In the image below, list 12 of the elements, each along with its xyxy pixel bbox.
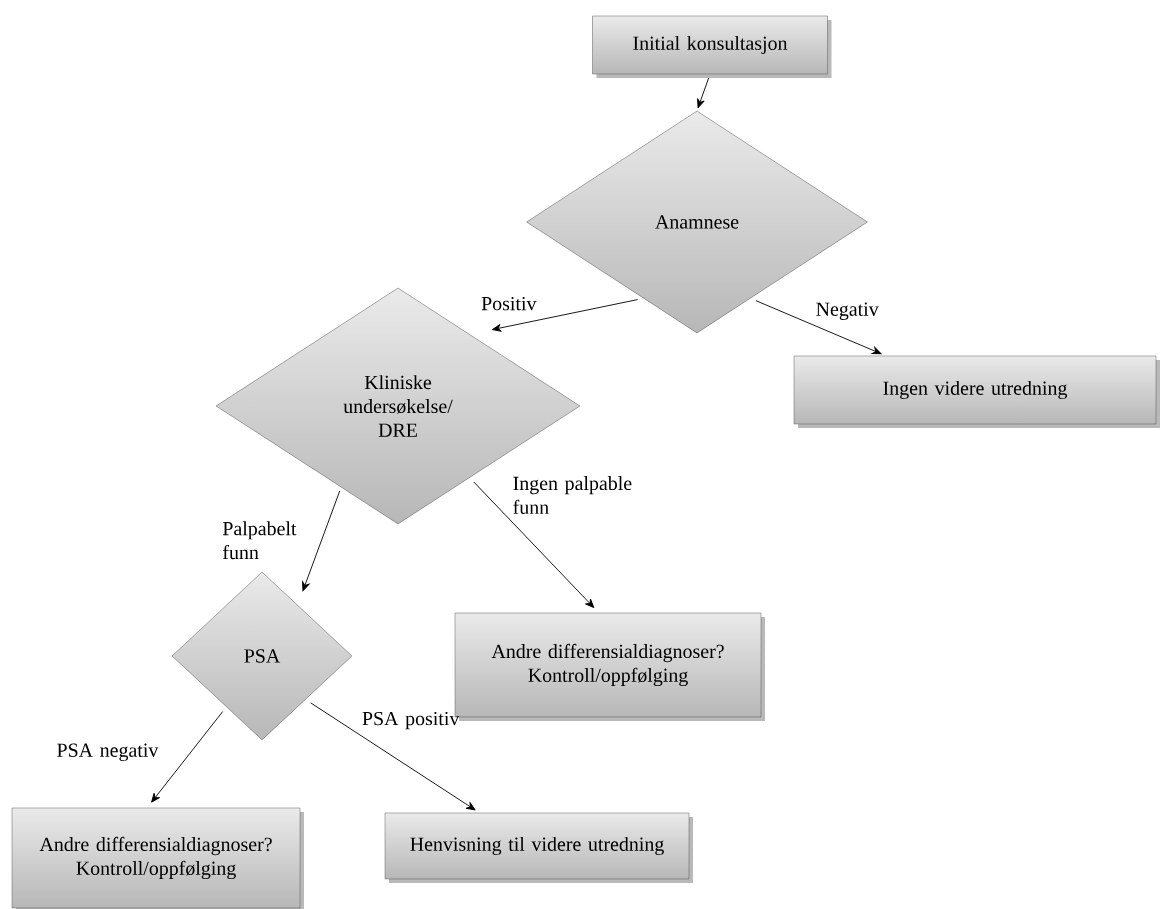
process-box: Henvisning til videre utredning <box>384 812 690 880</box>
arrow <box>151 711 224 803</box>
arrow <box>302 490 341 592</box>
process-box: Initial konsultasjon <box>592 15 828 75</box>
arrow <box>755 300 882 355</box>
arrow <box>310 702 476 811</box>
arrow <box>473 481 595 609</box>
process-box: Andre differensialdiagnoser? Kontroll/oppfølging <box>11 807 301 909</box>
arrow <box>697 77 710 109</box>
process-box: Ingen videre utredning <box>793 355 1157 425</box>
arrow <box>491 299 639 332</box>
edge-label: PSA negativ <box>57 743 159 762</box>
